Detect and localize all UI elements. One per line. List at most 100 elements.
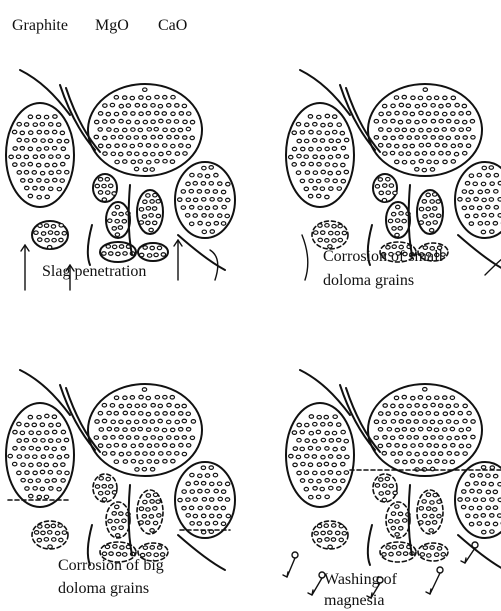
- pore-dot: [123, 428, 127, 432]
- pore-dot: [300, 131, 304, 135]
- pore-dot: [402, 160, 406, 164]
- pore-dot: [41, 232, 45, 236]
- pore-dot: [49, 155, 53, 159]
- pore-dot: [45, 524, 49, 528]
- pore-dot: [406, 120, 410, 124]
- pore-dot: [226, 514, 230, 518]
- pore-dot: [344, 439, 348, 443]
- pore-dot: [426, 222, 430, 226]
- pore-dot: [486, 490, 490, 494]
- pore-dot: [122, 444, 126, 448]
- pore-dot: [434, 96, 438, 100]
- pore-dot: [138, 427, 142, 431]
- pore-dot: [471, 435, 475, 439]
- pore-dot: [205, 174, 209, 178]
- pore-dot: [24, 123, 28, 127]
- pore-dot: [44, 446, 48, 450]
- pore-dot: [450, 396, 454, 400]
- pore-dot: [190, 473, 194, 477]
- pore-dot: [17, 471, 21, 475]
- wash-arrow: [465, 548, 475, 563]
- pore-dot: [419, 143, 423, 147]
- pore-dot: [325, 131, 329, 135]
- pore-dot: [328, 422, 332, 426]
- pore-dot: [336, 155, 340, 159]
- pore-dot: [122, 519, 126, 523]
- pore-dot: [489, 166, 493, 170]
- pore-dot: [178, 498, 182, 502]
- pore-dot: [218, 214, 222, 218]
- pore-dot: [139, 460, 143, 464]
- pore-dot: [478, 473, 482, 477]
- pore-dot: [447, 119, 451, 123]
- pore-dot: [431, 136, 435, 140]
- pore-dot: [171, 459, 175, 463]
- pore-dot: [20, 131, 24, 135]
- pore-dot: [292, 147, 296, 151]
- pore-dot: [378, 178, 382, 182]
- pore-dot: [102, 498, 106, 502]
- pore-dot: [300, 430, 304, 434]
- pore-dot: [399, 420, 403, 424]
- pore-dot: [415, 404, 419, 408]
- pore-dot: [119, 104, 123, 108]
- pore-dot: [328, 455, 332, 459]
- pore-dot: [430, 152, 434, 156]
- pore-dot: [193, 198, 197, 202]
- pore-dot: [190, 136, 194, 140]
- pore-dot: [185, 214, 189, 218]
- pore-dot: [342, 532, 346, 536]
- pore-dot: [182, 506, 186, 510]
- pore-dot: [143, 88, 147, 92]
- graphite-flake: [458, 235, 501, 270]
- pore-dot: [426, 112, 430, 116]
- pore-dot: [190, 206, 194, 210]
- pore-dot: [45, 479, 49, 483]
- pore-dot: [153, 493, 157, 497]
- pore-dot: [379, 143, 383, 147]
- caption-slag-penetration: Slag penetration: [42, 262, 146, 282]
- pore-dot: [402, 427, 406, 431]
- pore-dot: [17, 138, 21, 142]
- pore-dot: [378, 444, 382, 448]
- pore-dot: [430, 168, 434, 172]
- pore-dot: [395, 428, 399, 432]
- pore-dot: [338, 238, 342, 242]
- pore-dot: [391, 136, 395, 140]
- caption-corrosion-big-line2: doloma grains: [58, 579, 149, 599]
- pore-dot: [382, 451, 386, 455]
- pore-dot: [317, 147, 321, 151]
- pore-dot: [45, 238, 49, 242]
- pore-dot: [51, 524, 55, 528]
- pore-dot: [61, 463, 65, 467]
- pore-dot: [55, 531, 59, 535]
- pore-dot: [344, 170, 348, 174]
- pore-dot: [379, 191, 383, 195]
- pore-dot: [309, 415, 313, 419]
- pore-dot: [210, 482, 214, 486]
- pore-dot: [179, 144, 183, 148]
- pore-dot: [422, 168, 426, 172]
- pore-dot: [395, 233, 399, 237]
- pore-dot: [29, 494, 33, 498]
- pore-dot: [333, 163, 337, 167]
- pore-dot: [430, 200, 434, 204]
- pore-dot: [402, 444, 406, 448]
- pore-dot: [451, 128, 455, 132]
- pore-dot: [442, 428, 446, 432]
- pore-dot: [150, 529, 154, 533]
- pore-dot: [99, 477, 103, 481]
- pore-dot: [201, 530, 205, 534]
- pore-dot: [186, 144, 190, 148]
- pore-dot: [131, 160, 135, 164]
- pore-dot: [328, 123, 332, 127]
- pore-dot: [329, 439, 333, 443]
- pore-dot: [423, 436, 427, 440]
- pore-dot: [426, 207, 430, 211]
- pore-dot: [439, 436, 443, 440]
- pore-dot: [115, 219, 119, 223]
- pore-dot: [98, 128, 102, 132]
- pore-dot: [465, 498, 469, 502]
- pore-dot: [297, 471, 301, 475]
- pore-dot: [429, 529, 433, 533]
